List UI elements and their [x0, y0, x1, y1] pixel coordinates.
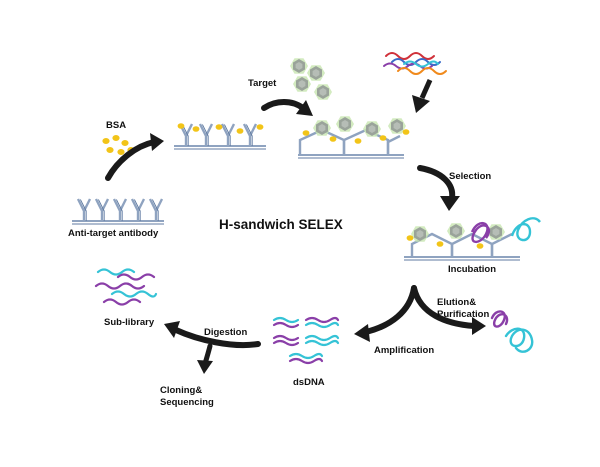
arrow-amplification — [354, 285, 417, 342]
antibody-1 — [76, 197, 92, 223]
label-elution-purification: Elution& Purification — [437, 297, 490, 320]
antibody-5 — [148, 197, 164, 223]
arrow-elution — [411, 285, 486, 335]
diagram-title: H-sandwich SELEX — [219, 217, 343, 232]
label-amplification: Amplification — [374, 345, 435, 356]
label-dsdna: dsDNA — [293, 377, 325, 388]
antibody-4 — [130, 197, 146, 223]
label-incubation: Incubation — [448, 264, 497, 275]
antibody-row-bsa — [174, 122, 266, 150]
label-selection: Selection — [449, 171, 492, 182]
arrow-library — [412, 78, 433, 113]
incubation-row — [404, 217, 541, 261]
antibody-row-1 — [72, 197, 164, 225]
antibody-target-row — [298, 112, 410, 159]
label-sub-library: Sub-library — [104, 317, 155, 328]
label-anti-target-antibody: Anti-target antibody — [68, 228, 159, 239]
antibody-2 — [94, 197, 110, 223]
antibody-3 — [112, 197, 128, 223]
arrow-bsa — [105, 133, 164, 181]
target-proteins — [287, 54, 335, 104]
label-target: Target — [248, 78, 277, 89]
sub-library-strands — [94, 268, 158, 306]
eluted-aptamers — [490, 310, 534, 353]
arrow-selection — [417, 165, 460, 211]
arrow-target — [261, 99, 313, 116]
aptamer-library — [383, 52, 447, 75]
label-digestion: Digestion — [204, 327, 248, 338]
dsdna-strands — [272, 316, 340, 365]
label-cloning-sequencing: Cloning& Sequencing — [160, 385, 214, 408]
arrow-digestion — [164, 321, 261, 374]
label-bsa: BSA — [106, 120, 127, 131]
